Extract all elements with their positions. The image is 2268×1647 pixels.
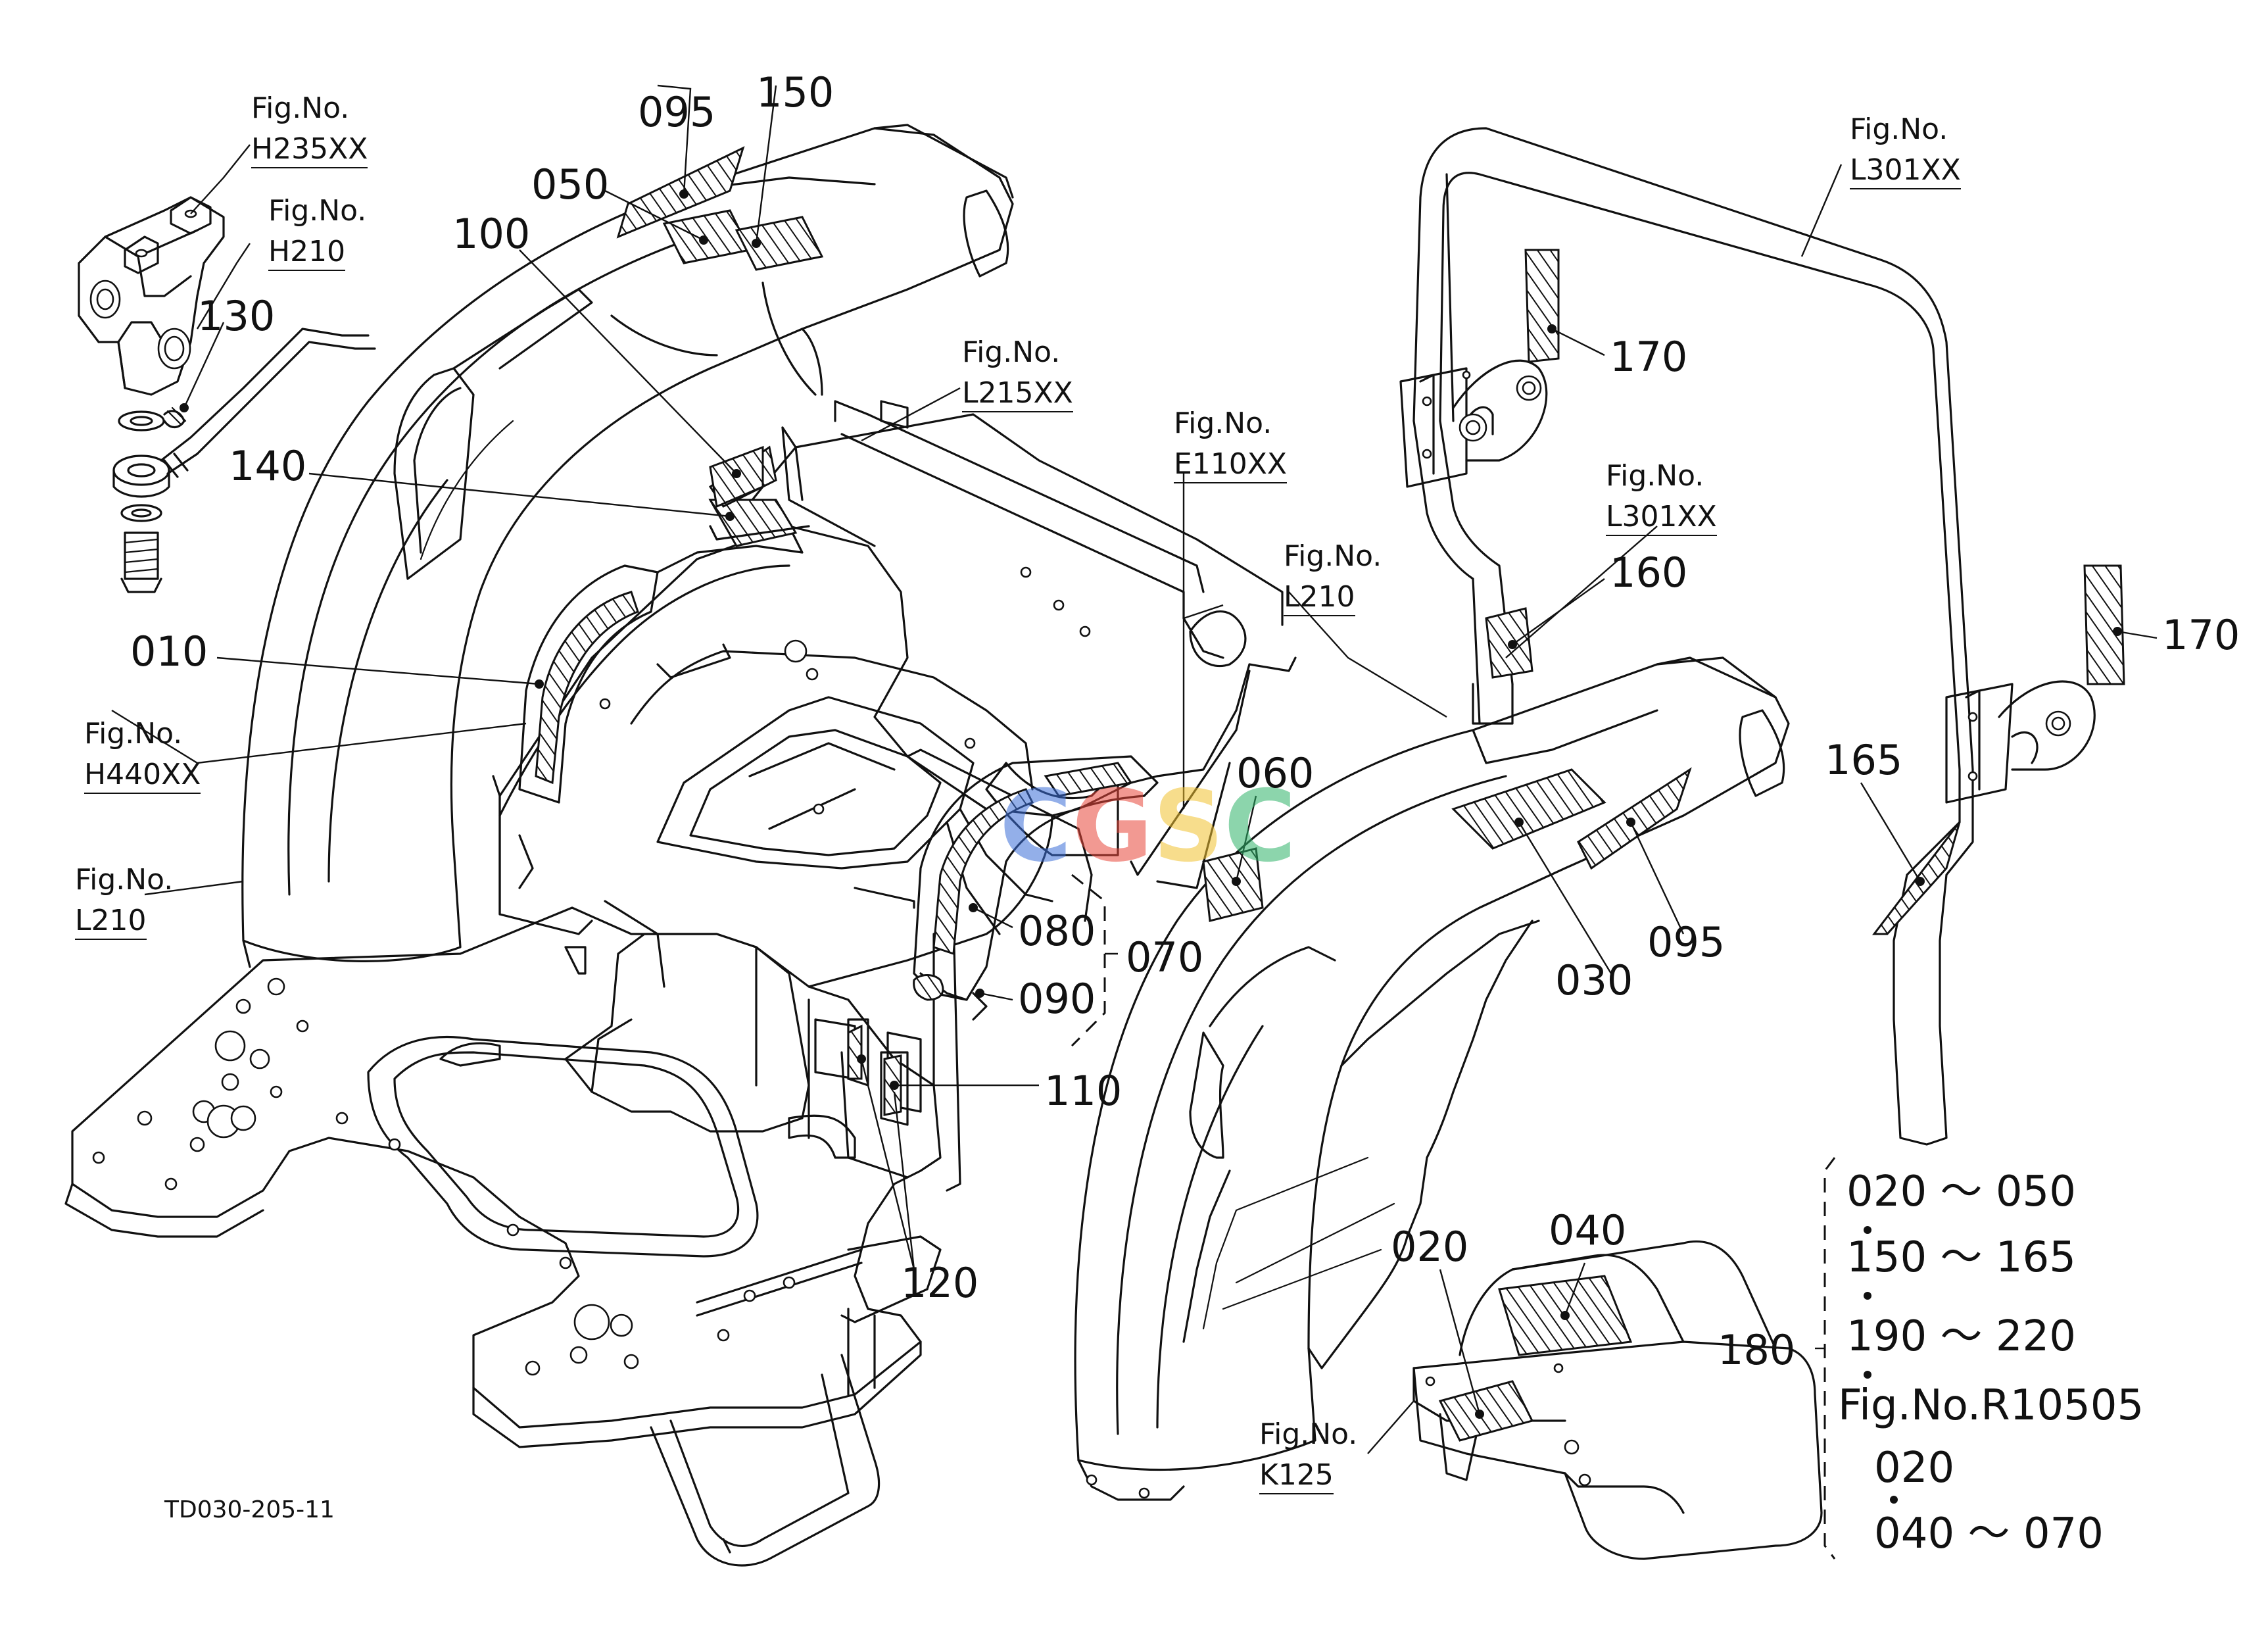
callout-120: 120 <box>901 1259 979 1307</box>
fig-ref-h440-line2: H440XX <box>84 754 201 795</box>
fig-ref-h210-line2: H210 <box>268 232 366 272</box>
fig-ref-l301-top-line1: Fig.No. <box>1850 112 1948 146</box>
kit-note-line-5: 020 <box>1874 1444 1955 1492</box>
left-fender <box>241 124 1014 968</box>
fig-ref-l210-right-line2: L210 <box>1284 577 1382 618</box>
valve-assembly <box>78 196 376 593</box>
kit-note-line-3: 190 ～ 220 <box>1846 1312 2076 1361</box>
fig-ref-h210: Fig.No. H210 <box>268 191 366 272</box>
decal-170a <box>1524 249 1560 363</box>
decal-030 <box>1451 768 1606 850</box>
decal-050 <box>662 209 752 264</box>
callout-020: 020 <box>1391 1223 1469 1271</box>
decal-165 <box>1871 822 1961 935</box>
fig-ref-h440-line1: Fig.No. <box>84 717 183 750</box>
drawing-code: TD030-205-11 <box>164 1496 335 1523</box>
step-arcs <box>518 445 1159 1021</box>
callout-070: 070 <box>1126 933 1204 981</box>
decal-060 <box>1202 847 1264 922</box>
kit-note-line-2: 150 ～ 165 <box>1846 1233 2076 1282</box>
fig-ref-l210-right: Fig.No. L210 <box>1284 536 1382 618</box>
callout-150: 150 <box>756 68 834 116</box>
callout-180: 180 <box>1718 1326 1796 1374</box>
fig-ref-l210-right-line1: Fig.No. <box>1284 539 1382 573</box>
fig-ref-l301-top-line2: L301XX <box>1850 150 1961 191</box>
kit-note-line-4: Fig.No.R10505 <box>1838 1381 2144 1430</box>
callout-170-upper: 170 <box>1610 333 1688 381</box>
leader-lines <box>111 84 2158 1560</box>
callout-030: 030 <box>1555 956 1633 1004</box>
fig-ref-l210-left-line1: Fig.No. <box>75 863 174 897</box>
callout-095-right: 095 <box>1647 918 1725 966</box>
fig-ref-e110-line2: E110XX <box>1174 444 1288 485</box>
fig-ref-l210-left-line2: L210 <box>75 900 173 941</box>
fig-ref-h210-line1: Fig.No. <box>268 194 367 228</box>
fig-ref-l301-mid-line1: Fig.No. <box>1606 459 1704 493</box>
left-side-panel <box>498 795 961 1192</box>
watermark: CGSC <box>1000 770 1296 884</box>
watermark-letter-4: C <box>1224 770 1297 884</box>
decal-170b <box>2083 564 2125 685</box>
callout-080: 080 <box>1018 907 1096 955</box>
watermark-letter-2: G <box>1072 770 1153 884</box>
decal-150 <box>735 216 824 271</box>
callout-170-lower: 170 <box>2162 611 2240 659</box>
fig-ref-h235: Fig.No. H235XX <box>251 88 368 170</box>
callout-165: 165 <box>1825 736 1903 784</box>
decal-095b <box>1577 767 1692 870</box>
callout-050: 050 <box>531 160 610 209</box>
fig-ref-h235-line2: H235XX <box>251 129 368 170</box>
right-fender <box>1074 656 1790 1501</box>
fig-ref-l215: Fig.No. L215XX <box>962 332 1073 414</box>
fig-ref-l215-line2: L215XX <box>962 373 1073 414</box>
floor-plate <box>64 906 942 1567</box>
callout-100: 100 <box>452 210 531 258</box>
fig-ref-l301-top: Fig.No. L301XX <box>1850 109 1961 191</box>
callout-060: 060 <box>1236 749 1315 797</box>
callout-160: 160 <box>1610 549 1688 597</box>
callout-010: 010 <box>130 627 208 676</box>
callout-140: 140 <box>229 442 307 490</box>
kit-note-line-1: 020 ～ 050 <box>1846 1168 2076 1216</box>
callout-040: 040 <box>1549 1206 1627 1254</box>
rops-frame <box>1399 127 2096 1146</box>
fig-ref-k125-line2: K125 <box>1259 1455 1357 1496</box>
decal-020 <box>1438 1380 1534 1442</box>
fig-ref-l210-left: Fig.No. L210 <box>75 860 173 941</box>
fig-ref-l301-mid-line2: L301XX <box>1606 497 1717 537</box>
fig-ref-k125-line1: Fig.No. <box>1259 1417 1358 1451</box>
floor-holes <box>92 977 796 1376</box>
fig-ref-e110-line1: Fig.No. <box>1174 406 1272 440</box>
leader-dots <box>180 189 2122 1419</box>
kit-note-dots <box>1864 1226 1898 1504</box>
fig-ref-l215-line1: Fig.No. <box>962 335 1061 369</box>
fig-ref-k125: Fig.No. K125 <box>1259 1414 1357 1496</box>
fig-ref-h440: Fig.No. H440XX <box>84 714 201 795</box>
fig-ref-l301-mid: Fig.No. L301XX <box>1606 456 1717 537</box>
decal-110 <box>847 1024 863 1080</box>
fig-ref-h235-line1: Fig.No. <box>251 91 350 125</box>
fig-ref-e110: Fig.No. E110XX <box>1174 403 1288 485</box>
watermark-letter-3: S <box>1153 770 1224 884</box>
callout-090: 090 <box>1018 975 1096 1023</box>
callout-110: 110 <box>1044 1067 1122 1115</box>
center-step-frame <box>492 400 1297 988</box>
callout-095-top: 095 <box>638 88 716 136</box>
watermark-letter-1: C <box>1000 770 1073 884</box>
callout-130: 130 <box>197 292 276 340</box>
kit-note-line-6: 040 ～ 070 <box>1874 1510 2104 1558</box>
